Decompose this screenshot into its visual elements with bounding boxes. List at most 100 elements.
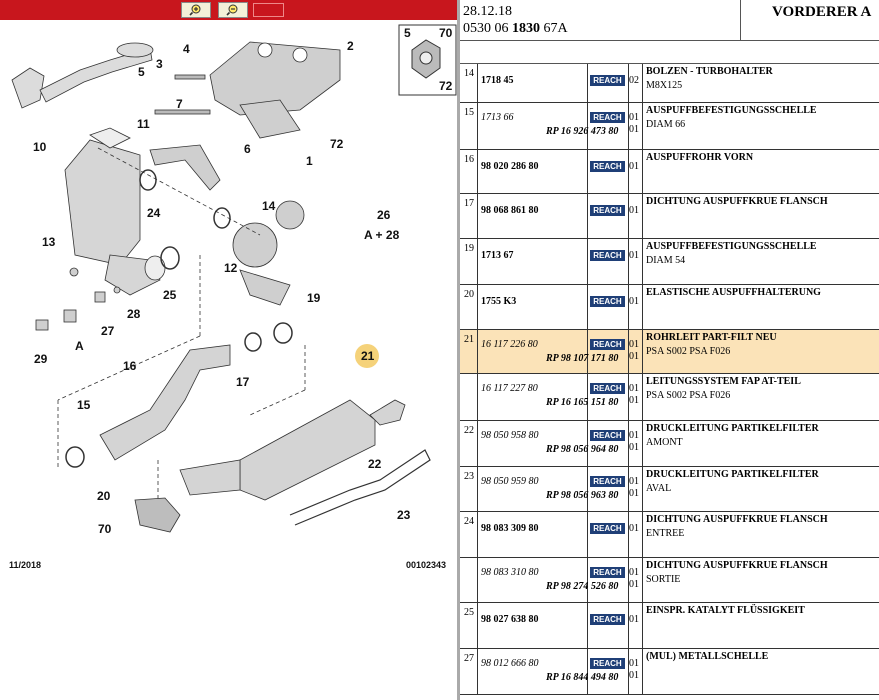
callout-a28[interactable]: A + 28 bbox=[364, 228, 400, 242]
reach-badge[interactable]: REACH bbox=[590, 205, 625, 216]
reach-badge[interactable]: REACH bbox=[590, 75, 625, 86]
cell-divider bbox=[628, 421, 629, 466]
reach-badge[interactable]: REACH bbox=[590, 614, 625, 625]
replacement-part-number: RP 98 107 171 80 bbox=[546, 353, 619, 364]
callout-72[interactable]: 72 bbox=[330, 137, 344, 151]
reach-badge[interactable]: REACH bbox=[590, 523, 625, 534]
cell-divider bbox=[642, 239, 643, 284]
row-number: 17 bbox=[464, 198, 474, 209]
quantity: 01 bbox=[629, 161, 639, 172]
cell-divider bbox=[628, 150, 629, 193]
cell-divider bbox=[628, 194, 629, 238]
row-number: 21 bbox=[464, 334, 474, 345]
callout-28[interactable]: 28 bbox=[127, 307, 141, 321]
reach-badge[interactable]: REACH bbox=[590, 112, 625, 123]
callout-3[interactable]: 3 bbox=[156, 57, 163, 71]
row-number: 22 bbox=[464, 425, 474, 436]
reach-badge[interactable]: REACH bbox=[590, 476, 625, 487]
callout-27[interactable]: 27 bbox=[101, 324, 115, 338]
zoom-in-button[interactable] bbox=[181, 2, 211, 18]
callout-29[interactable]: 29 bbox=[34, 352, 48, 366]
cell-divider bbox=[587, 467, 588, 511]
particle-filter-sketch bbox=[179, 399, 406, 501]
callout-13[interactable]: 13 bbox=[42, 235, 56, 249]
cell-divider bbox=[642, 649, 643, 694]
ref-suffix: 67A bbox=[540, 21, 568, 36]
callout-21[interactable]: 21 bbox=[361, 349, 375, 363]
callout-24[interactable]: 24 bbox=[147, 206, 161, 220]
cell-divider bbox=[642, 558, 643, 602]
small-parts-sketch bbox=[35, 267, 121, 331]
callout-70[interactable]: 70 bbox=[98, 522, 112, 536]
part-description: ELASTISCHE AUSPUFFHALTERUNG bbox=[646, 287, 821, 298]
callout-16[interactable]: 16 bbox=[123, 359, 137, 373]
part-description: DRUCKLEITUNG PARTIKELFILTER bbox=[646, 469, 819, 480]
callout-17[interactable]: 17 bbox=[236, 375, 250, 389]
reach-badge[interactable]: REACH bbox=[590, 658, 625, 669]
callout-15[interactable]: 15 bbox=[77, 398, 91, 412]
cell-divider bbox=[628, 603, 629, 648]
callout-10[interactable]: 10 bbox=[33, 140, 47, 154]
reach-badge[interactable]: REACH bbox=[590, 161, 625, 172]
part-description: AUSPUFFBEFESTIGUNGSSCHELLE bbox=[646, 241, 817, 252]
part-number: 16 117 226 80 bbox=[481, 339, 538, 350]
quantity-2: 01 bbox=[629, 579, 639, 590]
row-number: 16 bbox=[464, 154, 474, 165]
cell-divider bbox=[642, 512, 643, 557]
callout-2[interactable]: 2 bbox=[347, 39, 354, 53]
part-number: 98 050 959 80 bbox=[481, 476, 539, 487]
callout-19[interactable]: 19 bbox=[307, 291, 321, 305]
replacement-part-number: RP 16 926 473 80 bbox=[546, 126, 619, 137]
reach-badge[interactable]: REACH bbox=[590, 296, 625, 307]
callout-4[interactable]: 4 bbox=[183, 42, 190, 56]
callout-20[interactable]: 20 bbox=[97, 489, 111, 503]
reach-badge[interactable]: REACH bbox=[590, 383, 625, 394]
part-subdescription: AMONT bbox=[646, 437, 683, 448]
exploded-parts-diagram: 123456710111213141516171920212223242526A… bbox=[11, 24, 457, 536]
reach-badge[interactable]: REACH bbox=[590, 339, 625, 350]
diagram-toolbar bbox=[0, 0, 457, 20]
reach-badge[interactable]: REACH bbox=[590, 567, 625, 578]
reach-badge[interactable]: REACH bbox=[590, 250, 625, 261]
reach-badge[interactable]: REACH bbox=[590, 430, 625, 441]
callout-7[interactable]: 7 bbox=[176, 97, 183, 111]
callout-26[interactable]: 26 bbox=[377, 208, 391, 222]
inset-bottom-label: 72 bbox=[439, 79, 453, 93]
callout-1[interactable]: 1 bbox=[306, 154, 313, 168]
turbo-sketch bbox=[232, 200, 305, 306]
part-number: 1713 66 bbox=[481, 112, 514, 123]
ref-prefix: 0530 06 bbox=[463, 21, 512, 36]
callout-11[interactable]: 11 bbox=[137, 117, 150, 131]
callout-5[interactable]: 5 bbox=[138, 65, 145, 79]
quantity: 01 bbox=[629, 296, 639, 307]
cell-divider bbox=[628, 649, 629, 694]
header-rule-2 bbox=[460, 63, 879, 64]
callout-a[interactable]: A bbox=[75, 339, 84, 353]
zoom-out-button[interactable] bbox=[218, 2, 248, 18]
toolbar-blank-field bbox=[253, 3, 284, 17]
callout-6[interactable]: 6 bbox=[244, 142, 251, 156]
callout-12[interactable]: 12 bbox=[224, 261, 238, 275]
callout-25[interactable]: 25 bbox=[163, 288, 177, 302]
callout-23[interactable]: 23 bbox=[397, 508, 411, 522]
panel-splitter[interactable] bbox=[457, 0, 460, 700]
cell-divider bbox=[587, 512, 588, 557]
callout-14[interactable]: 14 bbox=[262, 199, 276, 213]
row-number: 25 bbox=[464, 607, 474, 618]
callout-22[interactable]: 22 bbox=[368, 457, 382, 471]
